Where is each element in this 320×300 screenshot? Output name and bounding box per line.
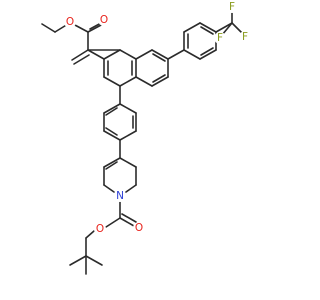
bond	[105, 107, 118, 116]
tetrahydropyridine-ring	[103, 139, 137, 193]
bond	[87, 49, 105, 60]
bond	[105, 217, 121, 228]
atom-label-o: O	[100, 14, 108, 26]
bond	[221, 22, 233, 36]
oxygen-atom: O	[98, 14, 110, 26]
bond	[152, 53, 166, 62]
atom-label-o: O	[96, 223, 104, 235]
bond	[71, 49, 89, 61]
bond	[103, 103, 121, 114]
bond	[183, 22, 201, 33]
bond	[135, 49, 153, 60]
atom-labels: O O F F F N O O	[64, 1, 251, 235]
bond	[119, 130, 137, 141]
bond	[103, 49, 121, 60]
atom-label-f: F	[242, 31, 248, 43]
bond	[103, 184, 115, 193]
atom-label-n: N	[116, 190, 124, 202]
bond	[121, 213, 137, 223]
bond	[151, 76, 169, 87]
bond	[119, 49, 137, 60]
bond	[69, 255, 87, 266]
bond	[119, 103, 137, 114]
bond	[200, 47, 214, 56]
bond	[183, 49, 201, 60]
bond	[125, 184, 137, 193]
bond	[103, 76, 121, 87]
bond	[199, 22, 217, 33]
bond	[103, 130, 121, 141]
bond	[87, 23, 104, 33]
atom-label-f: F	[217, 32, 223, 44]
bond	[105, 127, 118, 136]
oxygen-atom: O	[64, 16, 76, 28]
fluorine-atom: F	[239, 31, 251, 43]
atom-label-f: F	[229, 1, 235, 13]
bond	[72, 23, 89, 33]
molecule-structure-diagram: O O F F F N O O	[41, 1, 251, 275]
bond	[85, 255, 103, 266]
nitrogen-atom: N	[114, 190, 126, 202]
bond	[119, 217, 135, 227]
oxygen-atom: O	[133, 222, 145, 234]
bond	[167, 49, 185, 60]
boc-group	[69, 201, 137, 275]
bond	[151, 49, 169, 60]
bond	[73, 54, 90, 65]
bond	[135, 76, 153, 87]
naphthalene-core	[87, 49, 169, 87]
bond	[152, 74, 166, 83]
trifluoromethylphenyl-group	[167, 9, 245, 60]
atom-label-o: O	[66, 16, 74, 28]
atom-label-o: O	[135, 222, 143, 234]
bond	[119, 157, 137, 168]
bond	[215, 22, 233, 33]
bond	[200, 26, 214, 35]
bond	[103, 157, 121, 168]
phenyl-linker-ring	[103, 85, 137, 141]
bond	[119, 76, 137, 87]
ethyl-ester-group	[41, 21, 104, 65]
bond	[85, 230, 95, 239]
fluorine-atom: F	[226, 1, 238, 13]
oxygen-atom: O	[94, 223, 106, 235]
fluorine-atom: F	[214, 32, 226, 44]
bond	[199, 49, 217, 60]
bond	[41, 23, 56, 33]
bond	[105, 161, 118, 170]
